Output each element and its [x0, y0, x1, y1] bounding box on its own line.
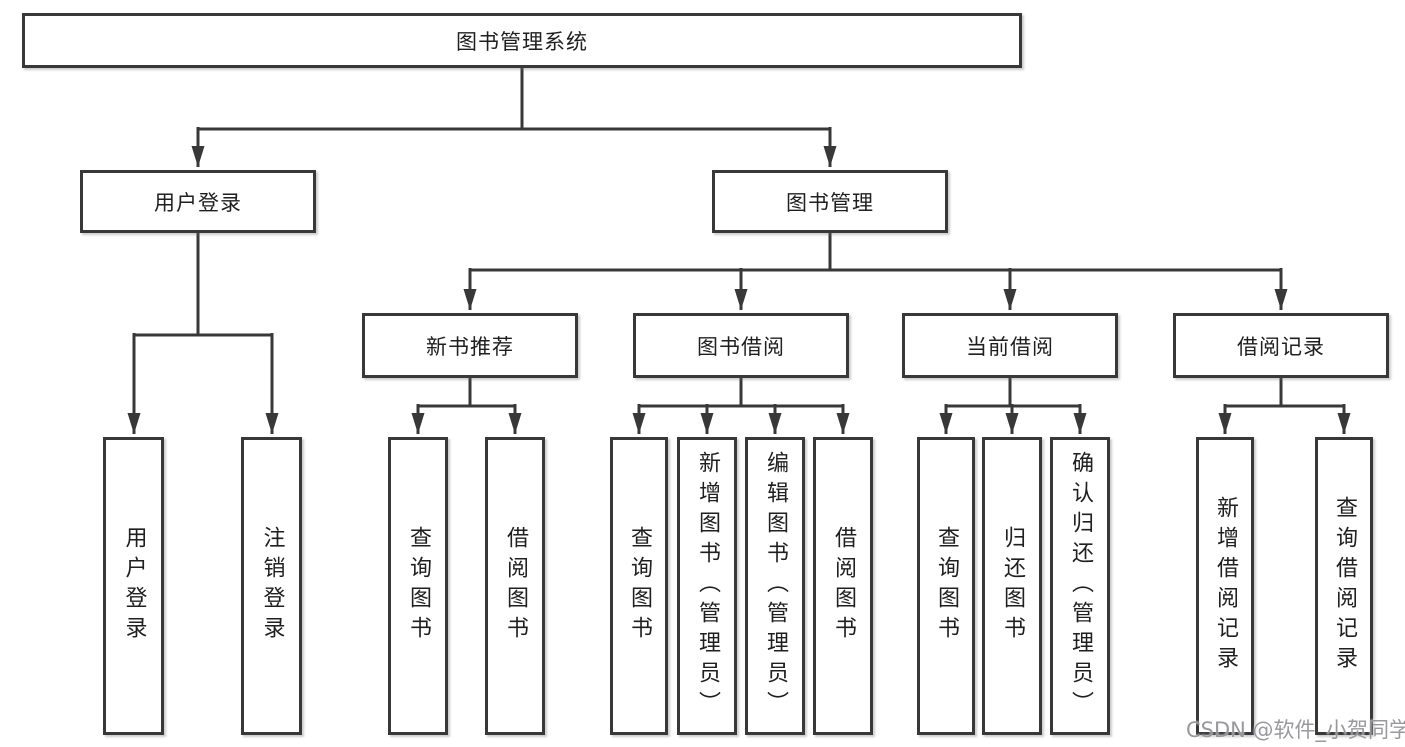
node-new-book-recommend: 新书推荐: [362, 313, 578, 378]
node-user-login: 用户登录: [80, 170, 316, 233]
leaf-return-book-label: 归还图书: [1000, 526, 1025, 646]
node-library-system-label: 图书管理系统: [456, 29, 588, 54]
leaf-query-books-recommend: 查询图书: [388, 437, 448, 735]
node-new-book-recommend-label: 新书推荐: [426, 334, 514, 359]
node-current-borrow: 当前借阅: [902, 313, 1118, 378]
leaf-add-book-admin: 新增图书（管理员）: [677, 437, 737, 735]
leaf-user-login-label: 用户登录: [121, 526, 147, 646]
leaf-confirm-return-admin-label: 确认归还（管理员）: [1068, 451, 1093, 721]
leaf-query-borrow-record: 查询借阅记录: [1315, 437, 1373, 735]
leaf-return-book: 归还图书: [982, 437, 1042, 735]
node-book-management-label: 图书管理: [786, 190, 874, 215]
leaf-borrow-books-recommend: 借阅图书: [485, 437, 545, 735]
csdn-watermark: CSDN @软件_小贺同学: [1186, 718, 1405, 742]
node-current-borrow-label: 当前借阅: [966, 334, 1054, 359]
leaf-query-borrow-record-label: 查询借阅记录: [1332, 496, 1357, 676]
leaf-user-login: 用户登录: [103, 437, 164, 735]
leaf-add-book-admin-label: 新增图书（管理员）: [695, 451, 720, 721]
leaf-query-books-borrow-label: 查询图书: [627, 526, 652, 646]
leaf-query-books-current: 查询图书: [917, 437, 975, 735]
leaf-edit-book-admin: 编辑图书（管理员）: [745, 437, 805, 735]
node-borrow-records-label: 借阅记录: [1237, 334, 1325, 359]
node-book-borrow-label: 图书借阅: [697, 334, 785, 359]
leaf-add-borrow-record: 新增借阅记录: [1196, 437, 1254, 735]
node-borrow-records: 借阅记录: [1173, 313, 1389, 378]
leaf-edit-book-admin-label: 编辑图书（管理员）: [763, 451, 788, 721]
leaf-query-books-borrow: 查询图书: [610, 437, 668, 735]
leaf-add-borrow-record-label: 新增借阅记录: [1213, 496, 1238, 676]
node-user-login-label: 用户登录: [154, 190, 242, 215]
node-library-system: 图书管理系统: [22, 13, 1022, 68]
leaf-borrow-books-recommend-label: 借阅图书: [503, 526, 528, 646]
node-book-management: 图书管理: [712, 170, 948, 233]
leaf-query-books-recommend-label: 查询图书: [406, 526, 431, 646]
leaf-borrow-books-label: 借阅图书: [831, 526, 856, 646]
leaf-logout-label: 注销登录: [259, 526, 285, 646]
leaf-query-books-current-label: 查询图书: [934, 526, 959, 646]
leaf-logout: 注销登录: [241, 437, 302, 735]
leaf-confirm-return-admin: 确认归还（管理员）: [1050, 437, 1110, 735]
leaf-borrow-books: 借阅图书: [813, 437, 873, 735]
node-book-borrow: 图书借阅: [633, 313, 849, 378]
